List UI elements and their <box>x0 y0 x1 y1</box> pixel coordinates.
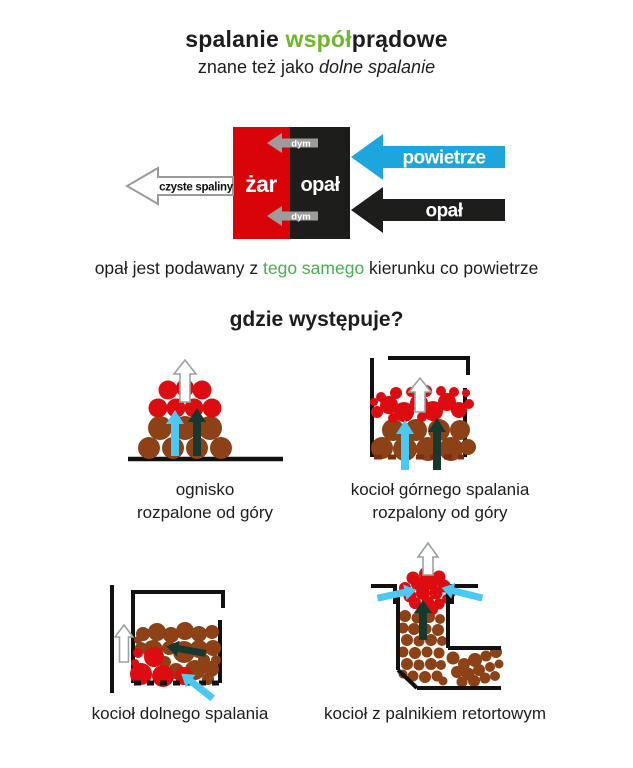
powietrze-label: powietrze <box>402 148 485 169</box>
powietrze-arrow <box>351 134 505 180</box>
caption-kociol-dolny: kocioł dolnego spalania <box>55 702 305 725</box>
figure-kociol-dolny <box>110 585 225 702</box>
sentence-part2: kierunku co powietrze <box>364 258 539 278</box>
dym-arrow-top <box>267 133 318 153</box>
fuel-circles <box>138 416 232 459</box>
smoke-up-arrow <box>416 541 440 576</box>
subtitle-italic: dolne spalanie <box>318 57 436 77</box>
caption-kociol-gorny-line2: rozpalony od góry <box>372 503 508 522</box>
opal-arrow-label: opał <box>425 201 463 222</box>
explanation-sentence: opał jest podawany z tego samego kierunk… <box>0 258 633 279</box>
figure-ognisko <box>128 358 283 462</box>
caption-ognisko-line2: rozpalone od góry <box>136 503 274 522</box>
opal-block-label: opał <box>300 174 340 196</box>
dym-top-label: dym <box>291 139 311 150</box>
air-up-arrow <box>396 420 414 470</box>
caption-kociol-retortowy-line1: kocioł z palnikiem retortowym <box>323 704 546 723</box>
fuel-left-arrow <box>166 640 207 657</box>
czyste-spaliny-label: czyste spaliny <box>159 182 234 194</box>
sentence-highlight: tego samego <box>263 258 365 278</box>
figure-kociol-retortowy <box>371 541 504 690</box>
caption-kociol-gorny: kocioł górnego spalania rozpalony od gór… <box>315 478 565 524</box>
sentence-part1: opał jest podawany z <box>94 258 263 278</box>
retort-walls <box>371 584 501 690</box>
caption-ognisko: ognisko rozpalone od góry <box>80 478 330 524</box>
smoke-up-arrow <box>407 376 433 413</box>
caption-kociol-gorny-line1: kocioł górnego spalania <box>350 480 530 499</box>
fuel-up-arrow <box>188 408 206 456</box>
page-title: spalanie współprądowe <box>0 26 633 53</box>
smoke-up-arrow <box>172 358 198 403</box>
fuel-up-arrow <box>414 600 432 640</box>
air-left-arrow <box>441 583 484 602</box>
zar-label: żar <box>245 171 277 197</box>
air-up-arrow <box>166 410 184 456</box>
page-subtitle: znane też jako dolne spalanie <box>0 57 633 78</box>
caption-ognisko-line1: ognisko <box>175 480 235 499</box>
caption-kociol-dolny-line1: kocioł dolnego spalania <box>91 704 269 723</box>
smoke-up-arrow <box>113 623 135 663</box>
czyste-spaliny-arrow <box>125 166 234 206</box>
main-flow-diagram: dym dym żar opał powietrze opał czyste s… <box>125 127 505 239</box>
figure-kociol-gorny <box>370 356 476 470</box>
fuel-up-arrow <box>428 418 446 470</box>
caption-kociol-retortowy: kocioł z palnikiem retortowym <box>310 702 560 725</box>
title-part1: spalanie <box>185 26 286 52</box>
section-heading: gdzie występuje? <box>229 308 404 331</box>
title-highlight: współ <box>285 26 352 52</box>
air-right-arrow <box>376 584 417 602</box>
title-part2: prądowe <box>351 26 448 52</box>
subtitle-normal: znane też jako <box>197 57 319 77</box>
dym-bottom-label: dym <box>291 212 311 223</box>
air-upleft-arrow <box>181 673 215 702</box>
dym-arrow-bottom <box>267 206 318 226</box>
opal-arrow <box>351 187 505 233</box>
